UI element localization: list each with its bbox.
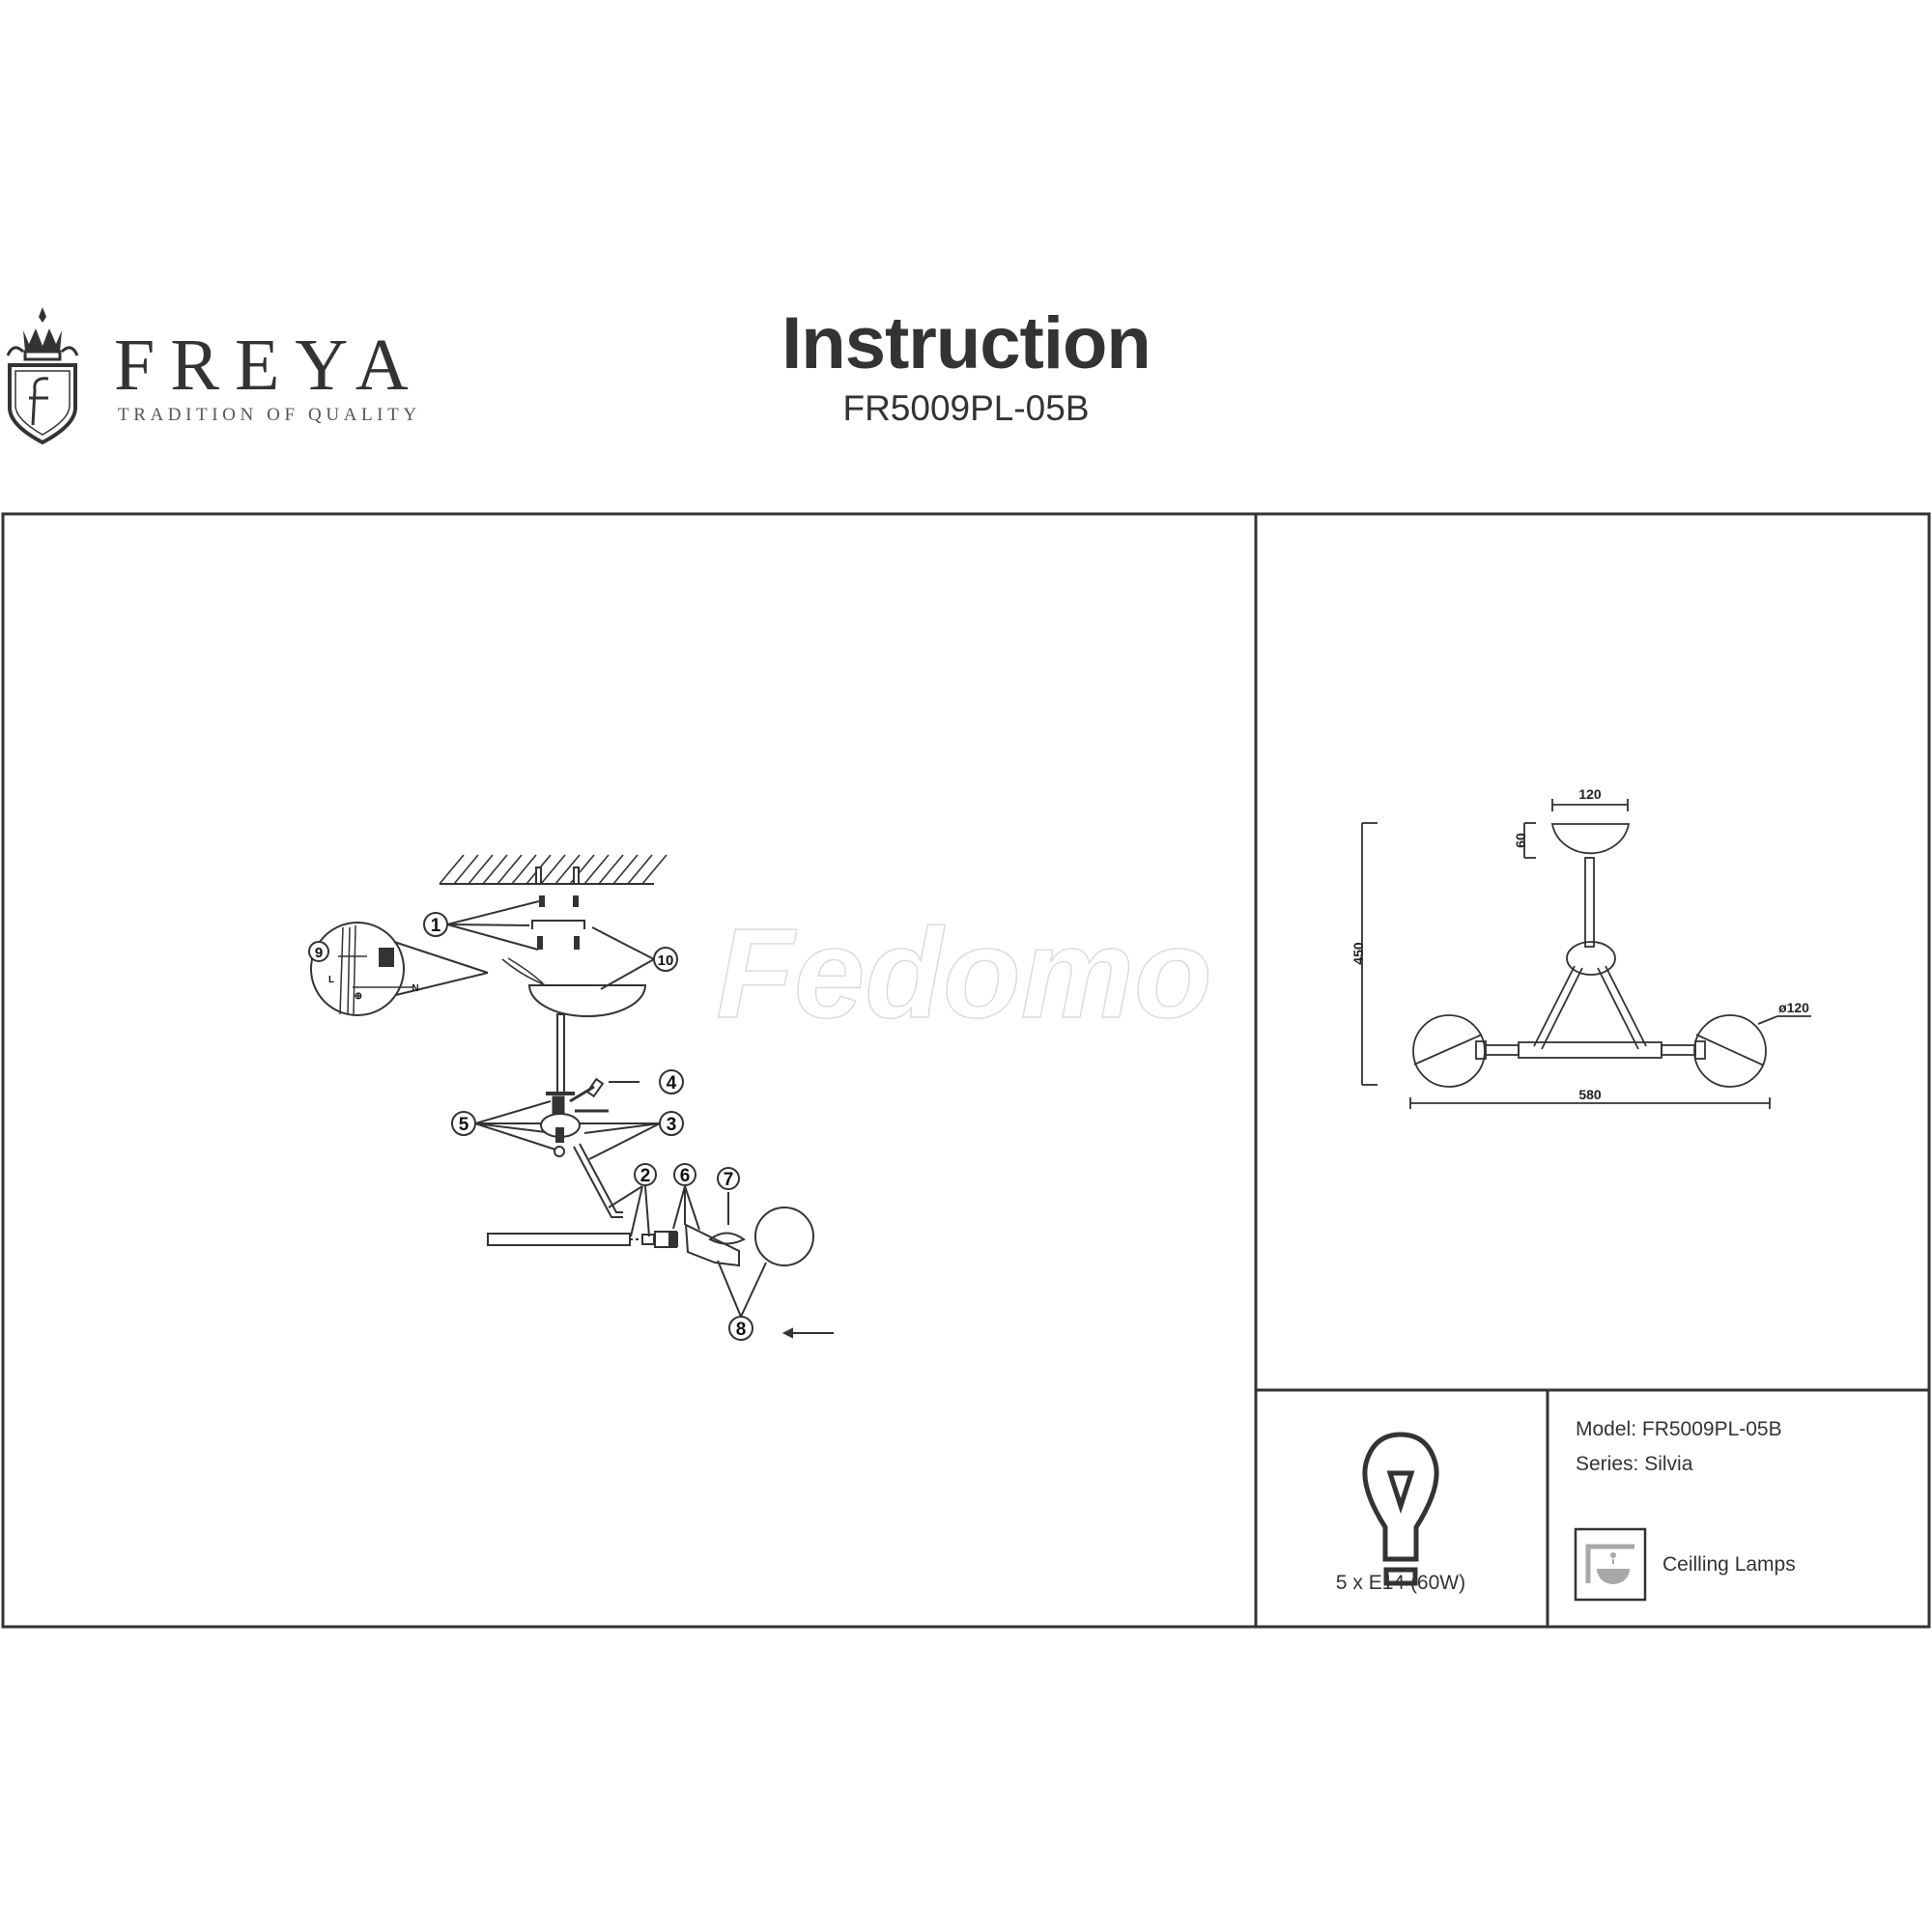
- dimension-drawing: [1361, 799, 1811, 1109]
- step-numbers: 1 2 3 4 5 6 7 8 9 10 L N ⊕: [315, 916, 746, 1340]
- ceiling-lamp-icon: [1574, 1527, 1647, 1602]
- canopy-height-label: 60: [1513, 833, 1528, 848]
- wire-live-label: L: [328, 975, 334, 985]
- step-3: 3: [667, 1115, 677, 1135]
- step-8: 8: [736, 1320, 747, 1340]
- step-10: 10: [658, 952, 674, 969]
- canopy-width-label: 120: [1578, 786, 1602, 802]
- bulb-icon: [1362, 1432, 1439, 1586]
- total-width-label: 580: [1578, 1087, 1602, 1102]
- category-label: Ceilling Lamps: [1662, 1553, 1796, 1576]
- model-spec: Model: FR5009PL-05B: [1576, 1418, 1782, 1440]
- brand-tagline: TRADITION OF QUALITY: [118, 405, 421, 425]
- dimension-labels: 120 60 450 580 ø120: [1350, 786, 1809, 1102]
- frame: [1, 512, 1931, 1629]
- wire-earth-label: ⊕: [355, 991, 362, 1002]
- ceiling-hatch: [439, 854, 668, 885]
- step-6: 6: [680, 1166, 691, 1186]
- freya-crest-logo: [6, 307, 79, 444]
- step-1: 1: [431, 916, 441, 936]
- page-title: Instruction: [781, 302, 1151, 384]
- step-5: 5: [459, 1115, 469, 1135]
- total-height-label: 450: [1350, 942, 1366, 965]
- assembly-diagram: [310, 854, 834, 1339]
- step-labels: [308, 912, 753, 1341]
- model-code: FR5009PL-05B: [842, 388, 1090, 428]
- step-4: 4: [667, 1073, 677, 1094]
- step-2: 2: [640, 1166, 651, 1186]
- bulb-spec: 5 x E14 (60W): [1335, 1572, 1466, 1594]
- step-7: 7: [724, 1170, 734, 1190]
- series-spec: Series: Silvia: [1576, 1453, 1693, 1475]
- step-9: 9: [315, 945, 323, 961]
- globe-diameter-label: ø120: [1778, 1000, 1809, 1015]
- brand-name: FREYA: [114, 325, 424, 406]
- watermark: Fedomo: [716, 902, 1211, 1044]
- wire-neutral-label: N: [412, 983, 418, 994]
